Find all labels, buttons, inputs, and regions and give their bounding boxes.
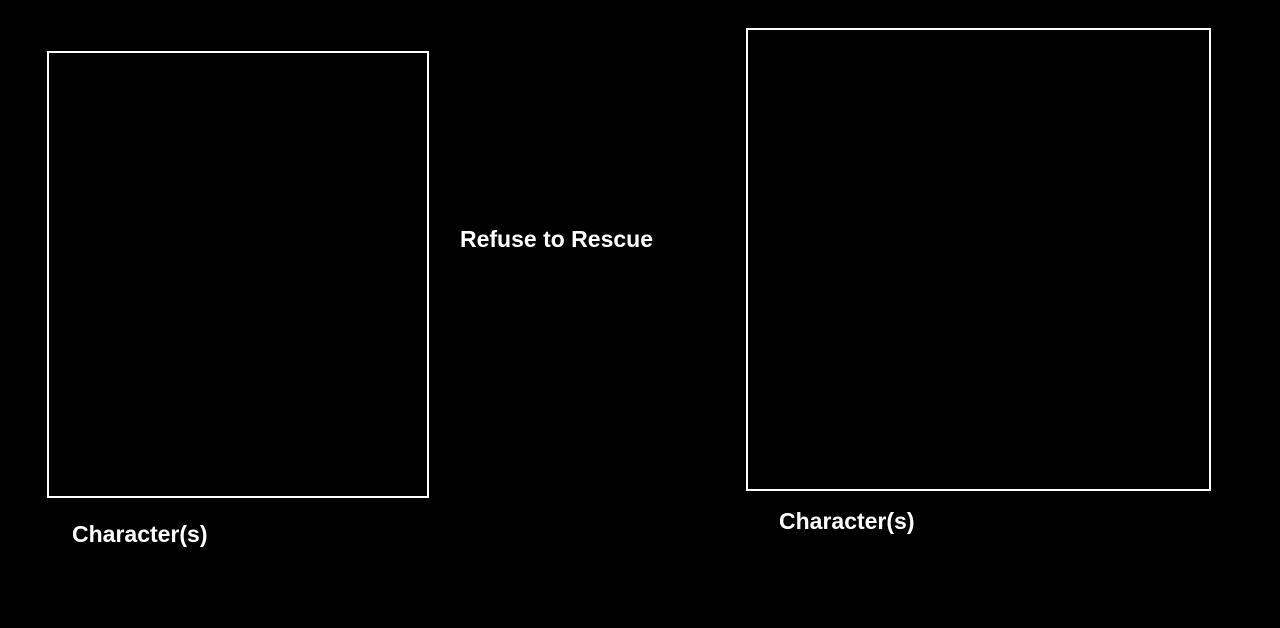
right-character-caption: Character(s) <box>779 508 915 534</box>
left-character-caption: Character(s) <box>72 521 208 547</box>
relation-label: Refuse to Rescue <box>460 226 654 252</box>
left-character-frame <box>47 51 429 498</box>
right-character-frame <box>746 28 1211 491</box>
